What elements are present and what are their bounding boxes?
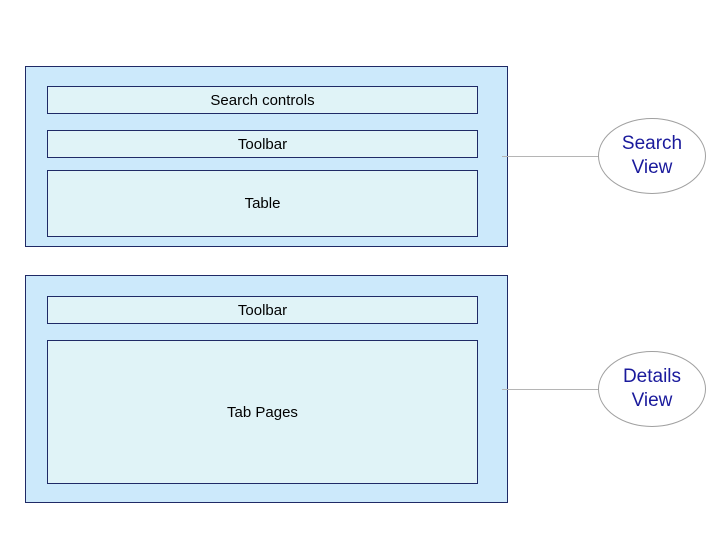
search-view-ellipse: Search View xyxy=(598,118,706,194)
details-view-ellipse: Details View xyxy=(598,351,706,427)
details-view-connector xyxy=(502,389,599,390)
tab-pages-box: Tab Pages xyxy=(47,340,478,484)
search-toolbar-box: Toolbar xyxy=(47,130,478,158)
table-label: Table xyxy=(244,195,281,212)
details-view-panel: Toolbar Tab Pages xyxy=(25,275,508,503)
tab-pages-label: Tab Pages xyxy=(227,403,298,421)
search-toolbar-label: Toolbar xyxy=(237,135,288,153)
search-controls-label: Search controls xyxy=(210,91,315,109)
details-toolbar-box: Toolbar xyxy=(47,296,478,324)
details-view-label: Details View xyxy=(622,366,682,411)
table-box: Table xyxy=(47,170,478,237)
search-view-connector xyxy=(502,156,599,157)
search-controls-box: Search controls xyxy=(47,86,478,114)
search-view-panel: Search controls Toolbar Table xyxy=(25,66,508,247)
details-toolbar-label: Toolbar xyxy=(237,301,288,319)
search-view-label: Search View xyxy=(621,133,683,178)
